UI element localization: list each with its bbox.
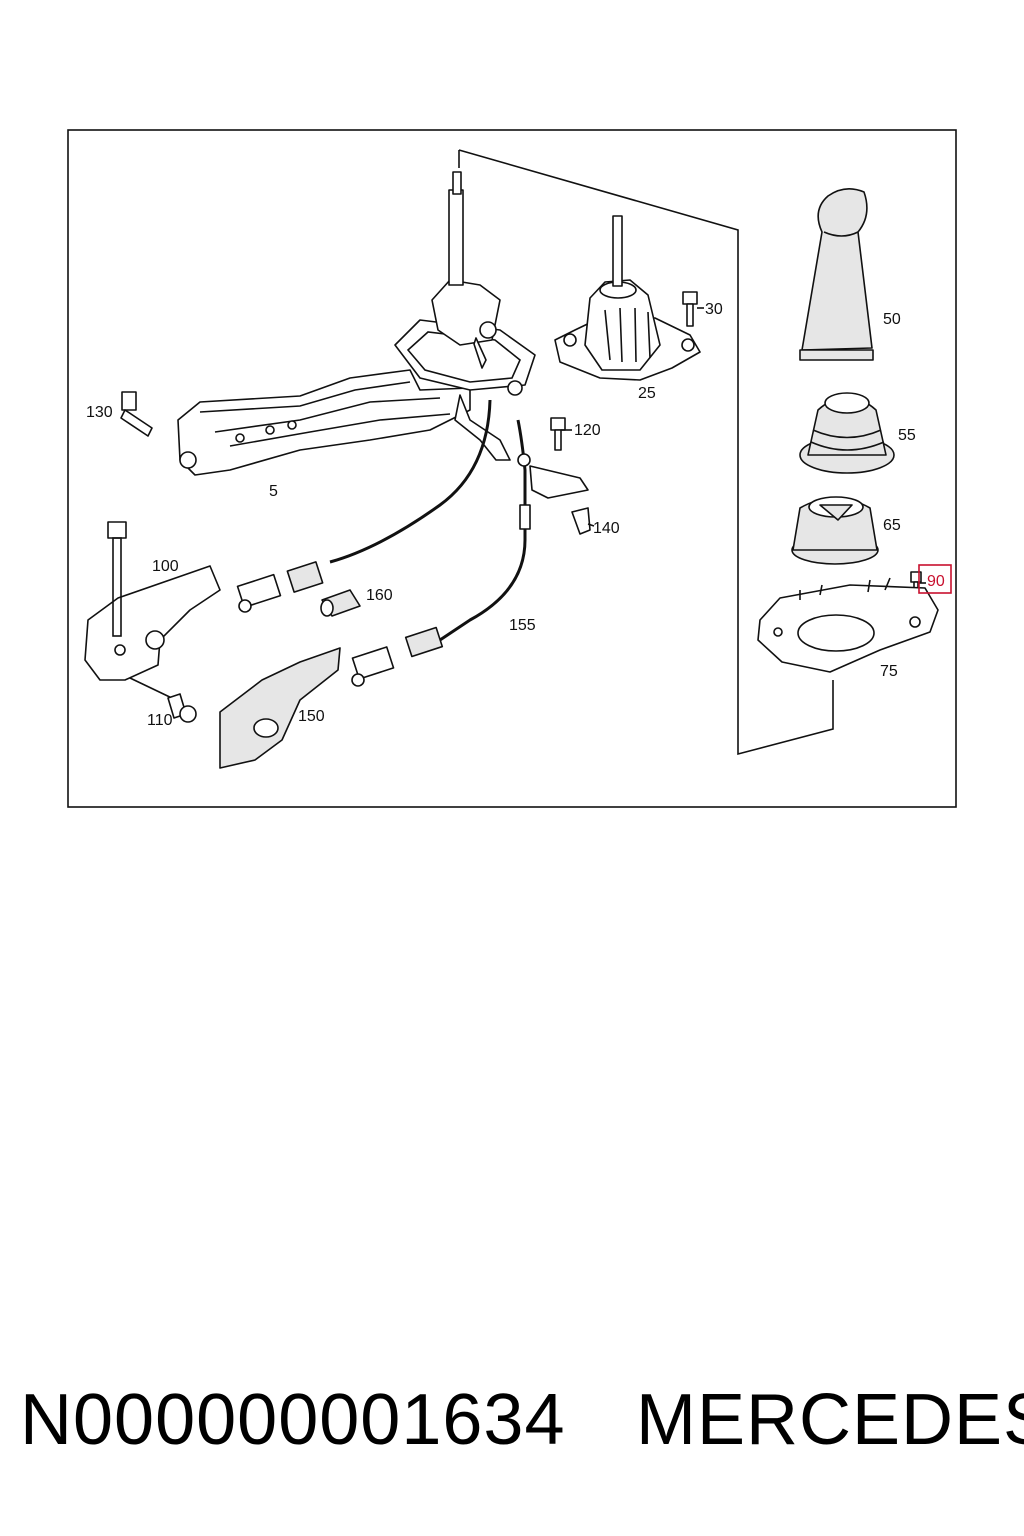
callout-5: 5 xyxy=(269,483,278,500)
highlight-box-90 xyxy=(918,564,952,594)
callout-130: 130 xyxy=(86,404,113,421)
cover-plate xyxy=(219,647,341,769)
callout-100: 100 xyxy=(152,558,179,575)
assembly-panel xyxy=(458,149,834,756)
callout-75: 75 xyxy=(880,663,898,680)
callout-110: 110 xyxy=(147,712,173,729)
shift-cable xyxy=(236,399,531,687)
callout-55: 55 xyxy=(898,427,916,444)
callout-155: 155 xyxy=(509,617,536,634)
clip-140 xyxy=(529,465,591,535)
pin-130 xyxy=(120,391,153,437)
callout-160: 160 xyxy=(366,587,393,604)
callout-50: 50 xyxy=(883,311,901,328)
shift-unit xyxy=(554,215,701,381)
shift-bracket-assembly xyxy=(177,171,536,476)
callout-90: 90 xyxy=(927,573,945,590)
bolt-30 xyxy=(682,291,698,327)
callout-120: 120 xyxy=(574,422,601,439)
bushing-160 xyxy=(320,589,361,617)
bolt-110 xyxy=(129,677,197,723)
brand-name: MERCEDES xyxy=(636,1380,1024,1460)
callout-65: 65 xyxy=(883,517,901,534)
base-frame xyxy=(757,577,939,673)
part-number: N000000001634 xyxy=(20,1380,566,1460)
callout-30: 30 xyxy=(705,301,723,318)
lever-bracket xyxy=(84,521,221,681)
part-footer: N000000001634 MERCEDES xyxy=(0,1372,1024,1472)
shift-knob xyxy=(799,188,874,361)
callout-150: 150 xyxy=(298,708,325,725)
shift-boot xyxy=(799,392,895,474)
gate-cover xyxy=(791,496,879,565)
callout-25: 25 xyxy=(638,385,656,402)
callout-140: 140 xyxy=(593,520,620,537)
bolt-120 xyxy=(550,417,566,451)
